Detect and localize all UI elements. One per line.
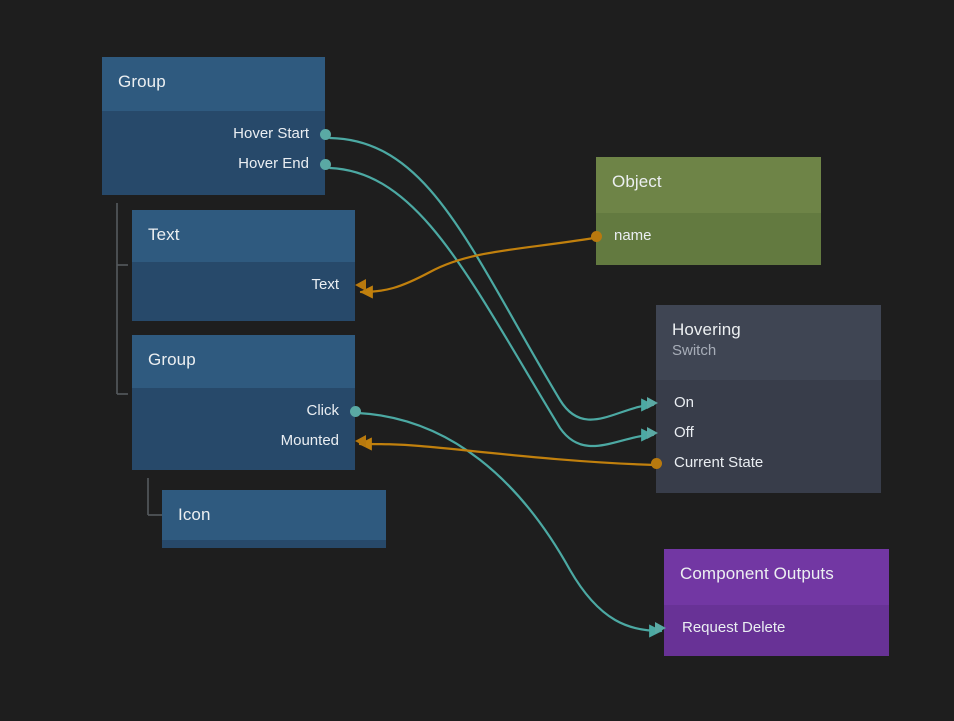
port-row[interactable]: Request Delete bbox=[655, 613, 889, 643]
node-title: Group bbox=[148, 350, 196, 369]
node-body: Text bbox=[132, 262, 366, 321]
node-header[interactable]: Group bbox=[132, 335, 355, 388]
node-subtitle: Switch bbox=[672, 342, 717, 359]
node-title: Object bbox=[612, 172, 662, 191]
port-label: name bbox=[614, 227, 652, 244]
data-input-port-icon[interactable] bbox=[355, 279, 366, 291]
node-header[interactable]: Icon bbox=[162, 490, 386, 540]
node-icon-node[interactable]: Icon bbox=[162, 490, 386, 548]
port-label: Off bbox=[674, 424, 694, 441]
node-body bbox=[162, 540, 386, 548]
port-label: Current State bbox=[674, 454, 764, 471]
port-label: Mounted bbox=[280, 432, 339, 449]
port-row[interactable]: Text bbox=[132, 270, 366, 300]
node-title: Group bbox=[118, 72, 166, 91]
port-row[interactable]: On bbox=[647, 388, 881, 418]
node-title: Text bbox=[148, 225, 180, 244]
edge-currentstate-to-mounted[interactable] bbox=[358, 437, 657, 467]
port-row[interactable]: Off bbox=[647, 418, 881, 448]
node-header[interactable]: Object bbox=[596, 157, 821, 213]
node-header[interactable]: Text bbox=[132, 210, 355, 262]
exec-output-port-icon[interactable] bbox=[319, 128, 331, 140]
port-label: Request Delete bbox=[682, 619, 786, 636]
node-object-node[interactable]: Object name bbox=[590, 157, 821, 265]
node-body: name bbox=[590, 213, 821, 265]
port-row[interactable]: Hover End bbox=[102, 149, 331, 179]
node-title: Icon bbox=[178, 505, 211, 524]
data-port-icon[interactable] bbox=[650, 457, 662, 469]
port-label: Click bbox=[306, 402, 340, 419]
port-row[interactable]: name bbox=[590, 221, 821, 251]
node-body: Request Delete bbox=[655, 605, 889, 656]
port-row[interactable]: Mounted bbox=[132, 426, 366, 456]
data-port-icon[interactable] bbox=[590, 230, 602, 242]
exec-input-port-icon[interactable] bbox=[647, 427, 658, 439]
node-title: Component Outputs bbox=[680, 564, 834, 583]
port-label: On bbox=[674, 394, 695, 411]
port-row[interactable]: Click bbox=[132, 396, 361, 426]
node-header[interactable]: Group bbox=[102, 57, 325, 111]
data-input-port-icon[interactable] bbox=[355, 435, 366, 447]
port-label: Text bbox=[311, 276, 339, 293]
port-row[interactable]: Hover Start bbox=[102, 119, 331, 149]
port-label: Hover End bbox=[238, 155, 309, 172]
edge-name-to-text[interactable] bbox=[359, 236, 596, 299]
exec-output-port-icon[interactable] bbox=[319, 158, 331, 170]
exec-input-port-icon[interactable] bbox=[655, 622, 666, 634]
port-row[interactable]: Current State bbox=[650, 448, 881, 478]
node-header[interactable]: Component Outputs bbox=[664, 549, 889, 605]
node-title: Hovering bbox=[672, 320, 741, 339]
edge-click-to-request-delete[interactable] bbox=[356, 411, 663, 638]
exec-input-port-icon[interactable] bbox=[647, 397, 658, 409]
port-label: Hover Start bbox=[233, 125, 309, 142]
exec-output-port-icon[interactable] bbox=[349, 405, 361, 417]
